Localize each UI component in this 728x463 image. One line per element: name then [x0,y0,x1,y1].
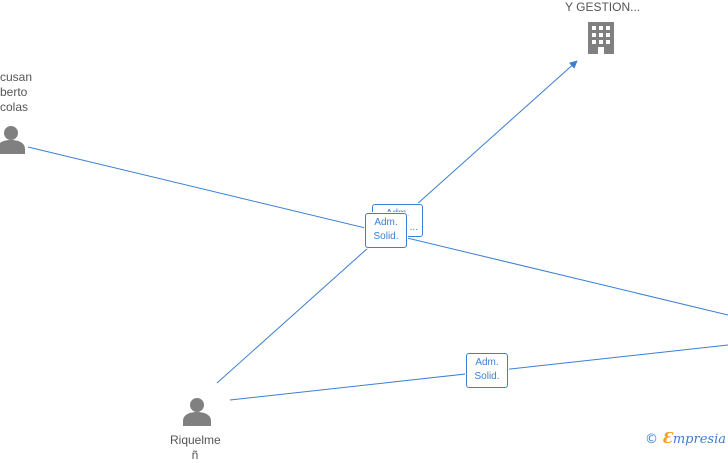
person-left-label-line: colas [0,100,29,114]
empresia-watermark: ©Ɛmpresia [645,429,726,447]
brand-logo-letter: Ɛ [662,429,673,447]
building-icon[interactable] [588,22,614,54]
company-top-label[interactable]: Y GESTION... [565,0,641,14]
person-icon[interactable] [183,398,211,426]
edge-label-line: Adm. [374,217,398,228]
edge-label-line: Solid. [373,231,399,242]
person-bottom-label[interactable]: Riquelme ñ [170,433,221,463]
edge-label-line: Adm. [475,357,499,368]
person-bottom-label-line: Riquelme [170,433,221,447]
copyright-icon: © [645,432,659,447]
person-left-label-line: cusan [0,70,33,84]
relationship-graph [0,22,728,426]
edge-label-line: ... [409,222,418,233]
person-bottom-label-line: ñ [191,448,199,462]
person-left-label-line: berto [0,85,28,99]
person-icon[interactable] [0,126,25,154]
person-left-label[interactable]: cusan berto colas [0,70,33,115]
edge-label-adm-solid[interactable]: Adm. Solid. [365,213,407,248]
brand-name: mpresia [672,432,726,447]
edge-label-adm-solid[interactable]: Adm. Solid. [466,353,508,388]
edge-label-line: Solid. [474,371,500,382]
